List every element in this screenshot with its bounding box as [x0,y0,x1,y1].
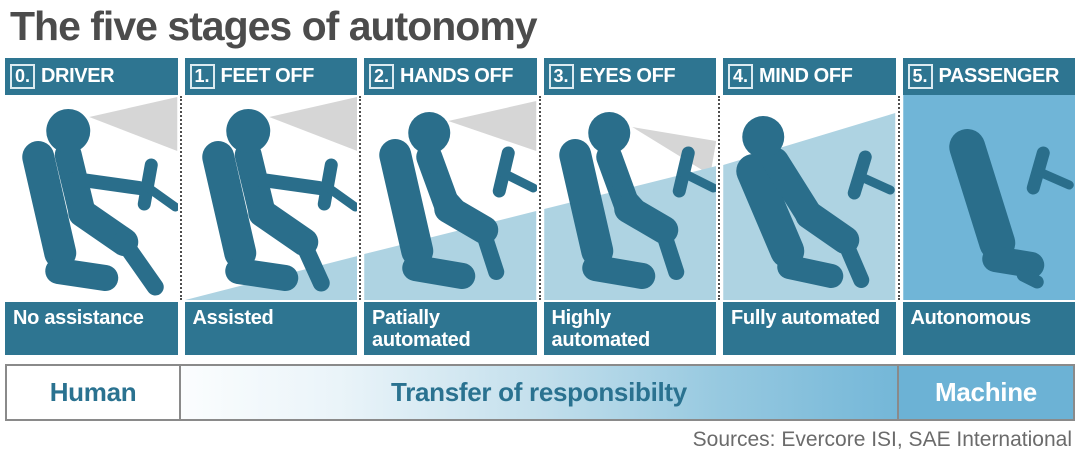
driver-reclined-icon [723,113,896,300]
stage-number-badge: 2. [369,64,395,89]
stage-header-label: EYES OFF [579,65,676,87]
panel-passenger [897,95,1076,300]
source-attribution: Sources: Evercore ISI, SAE International [692,428,1072,451]
stage-header-mind-off: 4. MIND OFF [723,58,896,95]
stage-number-badge: 0. [10,64,36,89]
stage-header-driver: 0. DRIVER [5,58,178,95]
foot-on-pedal [113,231,164,296]
stage-label-row: No assistance Assisted Patially automate… [0,302,1080,355]
person-head [587,112,630,154]
stage-label-partially-automated: Patially automated [364,302,537,355]
panel-eyes-off [538,95,716,300]
stage-number-badge: 3. [548,64,574,89]
stage-header-label: MIND OFF [759,65,853,87]
car-seat-icon [22,141,77,269]
machine-box: Machine [897,364,1075,421]
car-seat-icon [948,129,1015,261]
empty-seat-icon [902,95,1075,300]
stage-number-badge: 4. [728,64,754,89]
stage-label-fully-automated: Fully automated [723,302,896,355]
stage-header-label: PASSENGER [938,65,1060,87]
human-box: Human [5,364,181,421]
stage-header-passenger: 5. PASSENGER [902,58,1075,95]
arm-on-wheel [247,172,326,195]
person-head [742,116,785,158]
car-seat-icon [379,139,434,267]
stage-label-no-assistance: No assistance [5,302,178,355]
stage-label-autonomous: Autonomous [902,302,1075,355]
responsibility-row: Human Transfer of responsibilty Machine [5,364,1075,421]
stage-header-label: FEET OFF [220,65,315,87]
car-seat-icon [736,154,805,268]
gaze-cone-icon [89,97,178,151]
person-head [46,109,91,153]
driver-feet-off-icon [184,97,357,300]
stage-number-badge: 1. [189,64,215,89]
car-seat-icon [558,139,613,267]
stage-header-label: DRIVER [41,65,115,87]
pictogram-strip [0,95,1080,300]
car-seat-icon [201,141,256,269]
panel-feet-off [179,95,357,300]
stage-number-badge: 5. [907,64,933,89]
transfer-of-responsibility-box: Transfer of responsibilty [179,364,899,421]
panel-hands-off [359,95,537,300]
panel-driver [5,95,178,300]
stage-label-assisted: Assisted [184,302,357,355]
panel-mind-off [718,95,896,300]
page-title: The five stages of autonomy [10,3,538,49]
driver-hands-off-icon [364,101,537,300]
gaze-cone-icon [268,97,357,151]
stage-header-label: HANDS OFF [400,65,514,87]
driver-eyes-off-icon [543,112,716,300]
stage-header-hands-off: 2. HANDS OFF [364,58,537,95]
stage-header-eyes-off: 3. EYES OFF [543,58,716,95]
arm-on-wheel [68,172,147,195]
gaze-cone-icon [448,101,537,151]
stage-header-feet-off: 1. FEET OFF [184,58,357,95]
foot-off-pedal [292,230,330,292]
gaze-cone-down-icon [631,127,716,175]
stage-header-row: 0. DRIVER 1. FEET OFF 2. HANDS OFF 3. EY… [0,58,1080,95]
stage-label-highly-automated: Highly automated [543,302,716,355]
driver-attentive-icon [22,97,178,296]
person-head [225,109,270,153]
person-head [408,112,451,154]
